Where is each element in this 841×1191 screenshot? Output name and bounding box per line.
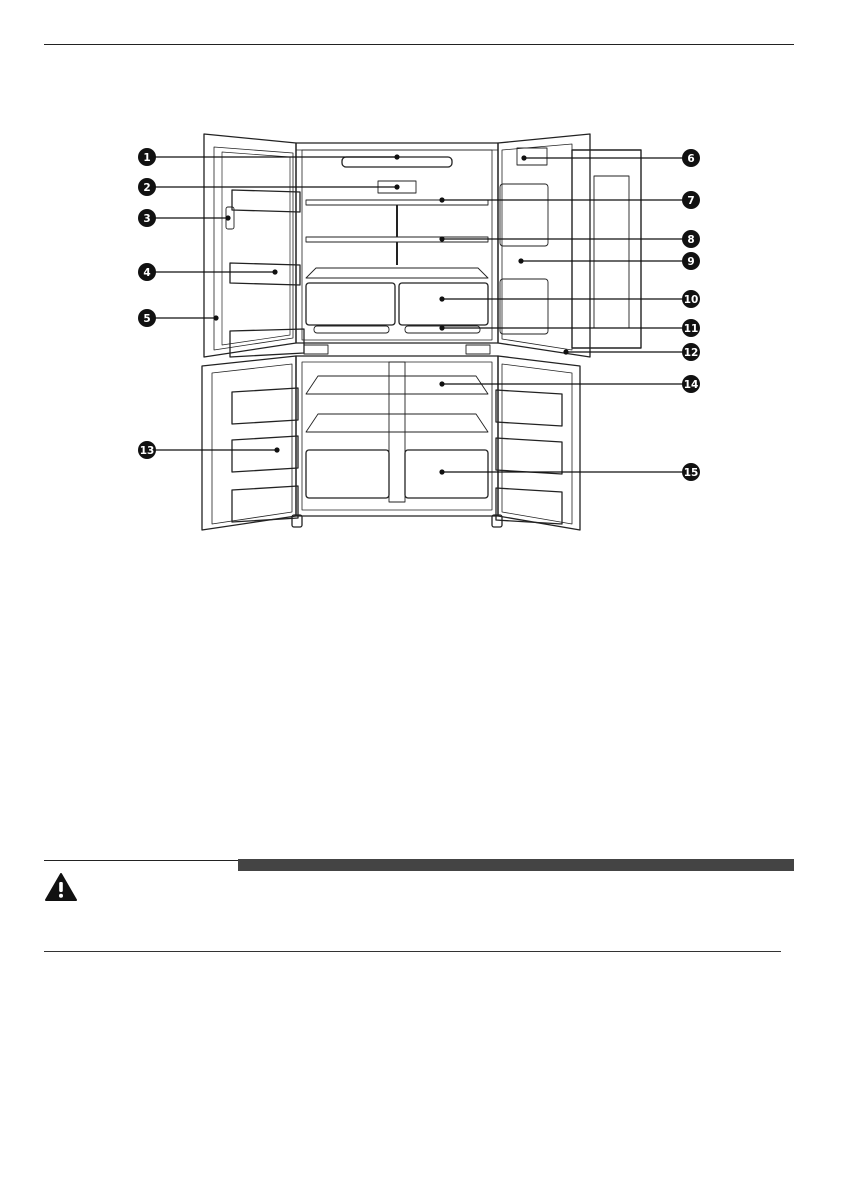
crisper-cover (306, 268, 488, 278)
callout-6: 6 (682, 149, 700, 167)
left-lower-door (202, 356, 298, 530)
callout-number: 5 (143, 313, 150, 325)
callout-number: 2 (143, 182, 150, 194)
warning-bar (238, 859, 794, 871)
callout-number: 6 (687, 153, 694, 165)
callout-number: 10 (684, 294, 699, 306)
callout-11: 11 (682, 319, 700, 337)
freezer-drawer-left (306, 450, 389, 498)
callout-8: 8 (682, 230, 700, 248)
freezer-shelf-upper (306, 376, 488, 394)
callout-number: 13 (140, 445, 155, 457)
left-lower-bin-2 (232, 436, 298, 472)
upper-cabinet (296, 143, 498, 354)
callout-7: 7 (682, 191, 700, 209)
refrigerator-diagram: 1 2 3 4 5 6 7 8 9 10 11 12 (0, 0, 841, 560)
magic-space-door (572, 150, 641, 348)
callout-15: 15 (682, 463, 700, 481)
left-upper-door (204, 134, 304, 357)
callout-number: 9 (687, 256, 694, 268)
callout-number: 7 (687, 195, 694, 207)
callout-3: 3 (138, 209, 156, 227)
callout-number: 15 (684, 467, 699, 479)
callout-number: 12 (684, 347, 699, 359)
warning-rule (44, 860, 238, 861)
lower-cabinet (292, 356, 502, 527)
bottom-tray-left (314, 326, 389, 333)
freezer-drawer-right (405, 450, 488, 498)
callout-number: 1 (143, 152, 150, 164)
callout-4: 4 (138, 263, 156, 281)
callout-10: 10 (682, 290, 700, 308)
bottom-rule (44, 951, 781, 952)
right-upper-door (498, 134, 641, 357)
callout-number: 14 (684, 379, 699, 391)
callout-5: 5 (138, 309, 156, 327)
callout-14: 14 (682, 375, 700, 393)
left-lower-bin-1 (232, 388, 298, 424)
left-door-bin-2 (230, 263, 300, 285)
right-lower-bin-3 (496, 488, 562, 524)
right-lower-bin-1 (496, 390, 562, 426)
freezer-shelf-lower (306, 414, 488, 432)
callout-9: 9 (682, 252, 700, 270)
callout-12: 12 (682, 343, 700, 361)
callout-number: 4 (143, 267, 150, 279)
callout-number: 11 (684, 323, 699, 335)
upper-shelf (306, 200, 488, 205)
callout-1: 1 (138, 148, 156, 166)
door-display (517, 148, 547, 165)
right-lower-bin-2 (496, 438, 562, 474)
right-lower-door (496, 356, 580, 530)
crisper-drawer-right (399, 283, 488, 325)
warning-triangle-icon (44, 872, 78, 902)
callout-13: 13 (138, 441, 156, 459)
crisper-drawer-left (306, 283, 395, 325)
callout-number: 3 (143, 213, 150, 225)
callout-number: 8 (687, 234, 694, 246)
callout-2: 2 (138, 178, 156, 196)
